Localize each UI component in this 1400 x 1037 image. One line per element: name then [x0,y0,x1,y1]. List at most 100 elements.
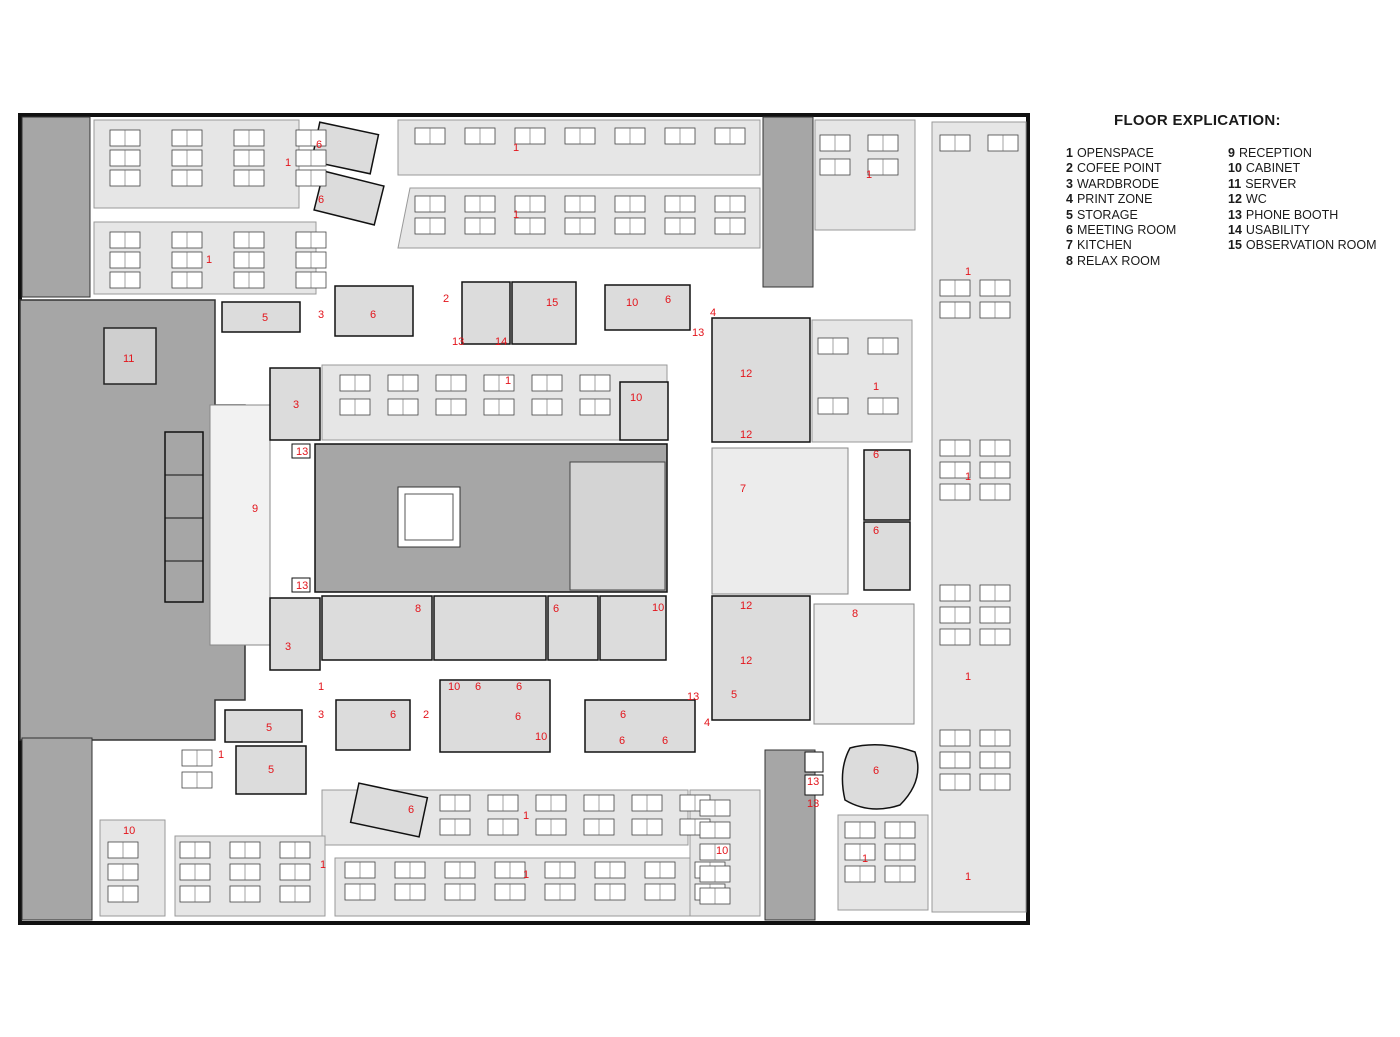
room-labels: 1 1 1 1 1 1 1 1 1 1 1 1 1 1 1 1 1 2 2 3 … [123,139,971,883]
room-label: 5 [731,689,737,701]
room-meeting-round [841,744,919,810]
room-label: 9 [252,503,258,515]
room-label: 1 [218,749,224,761]
room-label: 6 [873,449,879,461]
zone-right-strip [931,121,1027,913]
server-room-shape [103,327,157,385]
room-label: 13 [296,580,308,592]
room-label: 6 [408,804,414,816]
legend-number: 2 [1066,161,1073,176]
room-label: 1 [513,209,519,221]
room-kitchen [711,447,849,595]
room-label: 13 [687,691,699,703]
room-label: 1 [320,859,326,871]
room-meeting-lower-b [584,699,696,753]
room-usability [461,281,511,345]
room-label: 10 [448,681,460,693]
room-label: 8 [415,603,421,615]
legend-name: WC [1245,192,1267,207]
room-label: 1 [285,157,291,169]
room-label: 7 [740,483,746,495]
stair-top-left [21,116,91,298]
room-label: 10 [123,825,135,837]
legend-number: 8 [1066,253,1073,268]
stair-bottom-left [21,737,93,921]
room-label: 12 [740,600,752,612]
room-label: 12 [740,429,752,441]
room-label: 6 [390,709,396,721]
room-label: 6 [662,735,668,747]
room-meeting-right-1 [863,449,911,521]
floor-plan: 1 1 1 1 1 1 1 1 1 1 1 1 1 1 1 1 1 2 2 3 … [18,113,1030,925]
legend-number: 10 [1228,161,1242,176]
legend-number: 9 [1228,146,1235,160]
phone-booth-1 [291,443,311,459]
room-label: 1 [965,671,971,683]
room-label: 1 [965,471,971,483]
room-storage-1 [221,301,301,333]
room-label: 6 [873,765,879,777]
room-label: 6 [318,194,324,206]
legend-name: USABILITY [1245,223,1310,238]
room-relax-left [321,595,433,661]
room-label: 10 [626,297,638,309]
room-label: 6 [619,735,625,747]
desk-clusters [107,127,1019,905]
room-label: 13 [452,336,464,348]
room-wc-top [711,317,811,443]
room-label: 6 [370,309,376,321]
room-label: 6 [620,709,626,721]
room-label: 6 [665,294,671,306]
legend-name: CABINET [1245,161,1301,176]
room-label: 5 [266,722,272,734]
room-meeting-pod-bottom [335,699,411,751]
room-label: 1 [965,871,971,883]
room-label: 12 [740,655,752,667]
room-label: 5 [262,312,268,324]
room-label: 3 [318,309,324,321]
legend-number: 7 [1066,238,1073,253]
legend-name: MEETING ROOM [1076,223,1177,238]
room-label: 6 [516,681,522,693]
room-label: 4 [704,717,710,729]
room-label: 10 [652,602,664,614]
room-label: 3 [293,399,299,411]
room-label: 1 [866,169,872,181]
room-label: 2 [423,709,429,721]
legend-number: 11 [1228,176,1242,191]
legend-number: 1 [1066,146,1073,160]
phone-booth-3 [804,751,824,773]
room-label: 10 [535,731,547,743]
room-meeting-right-2 [863,521,911,591]
room-label: 1 [513,142,519,154]
room-meeting-small [547,595,599,661]
room-cabinet-mid [599,595,667,661]
right-core-top [762,116,814,288]
room-label: 3 [318,709,324,721]
room-label: 1 [523,869,529,881]
room-storage-2 [224,709,303,743]
room-meeting-tilted-3 [349,782,429,838]
room-meeting-large [433,595,547,661]
plan-base [18,113,1030,925]
room-wardrobe-left-top [269,367,321,441]
room-meeting-tilted-2 [313,170,385,226]
room-meeting-lower-a [439,679,551,753]
room-wc-bottom [711,595,811,721]
legend-name: RECEPTION [1238,146,1312,160]
room-label: 10 [630,392,642,404]
room-label: 15 [546,297,558,309]
legend-number: 15 [1228,238,1242,253]
room-label: 4 [710,307,716,319]
legend-number: 13 [1228,207,1242,222]
